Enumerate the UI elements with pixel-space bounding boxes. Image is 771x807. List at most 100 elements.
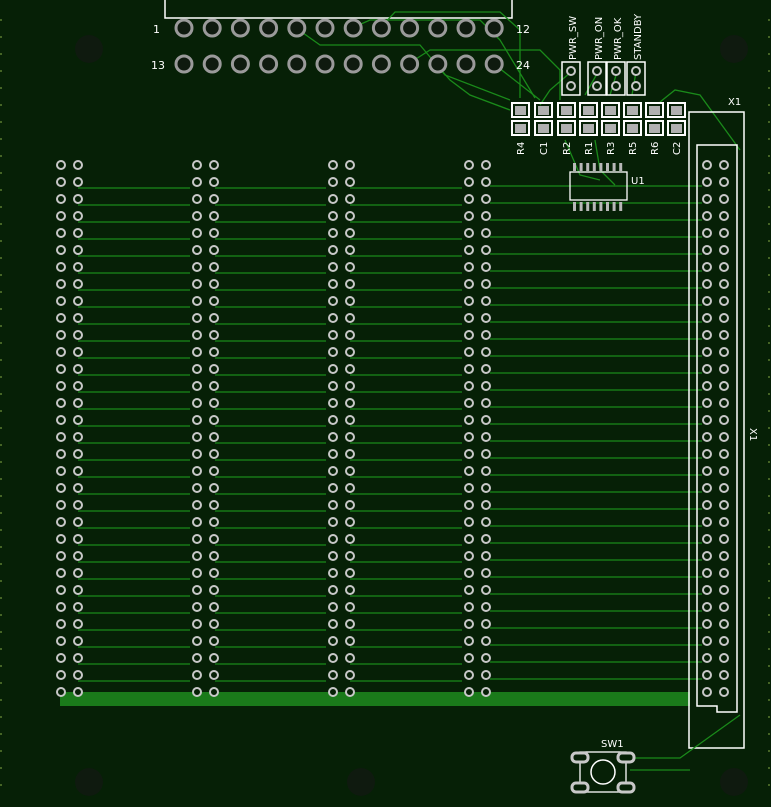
x1-pin — [719, 687, 729, 697]
grid-pad — [192, 636, 202, 646]
header-pin — [287, 54, 307, 74]
connector-x1-pins — [702, 160, 729, 697]
grid-pad — [328, 330, 338, 340]
grid-pad — [56, 670, 66, 680]
grid-pad — [481, 534, 491, 544]
x1-pin — [702, 653, 712, 663]
grid-pad — [56, 517, 66, 527]
grid-pad — [56, 245, 66, 255]
grid-pad — [328, 636, 338, 646]
grid-pad — [209, 313, 219, 323]
grid-pad — [56, 262, 66, 272]
edge-mark — [0, 291, 2, 293]
x1-pin — [702, 483, 712, 493]
edge-mark — [0, 410, 2, 412]
ic-pin — [606, 202, 609, 211]
edge-mark — [0, 53, 2, 55]
grid-pad — [209, 279, 219, 289]
grid-pad — [328, 245, 338, 255]
connector-x1-side-label: X1 — [747, 428, 758, 441]
header-trace-c — [295, 27, 511, 101]
grid-pad — [192, 483, 202, 493]
x1-pin — [702, 279, 712, 289]
ic-pin — [579, 202, 583, 211]
x1-pin — [719, 449, 729, 459]
edge-mark — [768, 597, 770, 599]
smd-pad-copper — [538, 124, 549, 133]
x1-pin — [702, 619, 712, 629]
ic-pin — [586, 163, 590, 171]
ic-pin — [579, 163, 583, 171]
row-trace — [78, 219, 702, 223]
ic-pin — [606, 163, 609, 171]
grid-pad — [192, 670, 202, 680]
led-label-pwr-on: PWR_ON — [594, 17, 605, 60]
sw1-trace — [630, 714, 741, 759]
sw1-button[interactable] — [590, 759, 616, 785]
x1-pin — [719, 585, 729, 595]
grid-pad — [345, 551, 355, 561]
header-pin — [315, 18, 335, 38]
grid-pad — [481, 568, 491, 578]
led-pad — [566, 81, 576, 91]
grid-pad — [209, 347, 219, 357]
grid-pad — [481, 381, 491, 391]
grid-pad — [209, 330, 219, 340]
grid-pad — [481, 551, 491, 561]
edge-mark — [0, 240, 2, 242]
x1-pin — [702, 687, 712, 697]
grid-pad — [56, 228, 66, 238]
grid-pad — [209, 466, 219, 476]
ic-u1-outline — [569, 171, 628, 201]
grid-pad — [73, 517, 83, 527]
grid-pad — [73, 364, 83, 374]
x1-pin — [702, 245, 712, 255]
grid-pad — [345, 211, 355, 221]
row-trace — [78, 372, 702, 376]
ic-pin — [573, 202, 576, 211]
smd-label: C1 — [539, 142, 550, 155]
grid-pad — [464, 432, 474, 442]
switch-sw1: SW1 — [570, 714, 741, 794]
grid-pad — [209, 619, 219, 629]
grid-pad — [192, 534, 202, 544]
grid-pad — [209, 636, 219, 646]
grid-pad — [464, 466, 474, 476]
header-pin — [484, 18, 504, 38]
edge-mark — [768, 784, 770, 786]
row-trace — [78, 593, 702, 597]
header-pin — [484, 54, 504, 74]
grid-pad — [345, 432, 355, 442]
header-pin — [202, 54, 222, 74]
grid-pad — [328, 279, 338, 289]
grid-pad — [192, 415, 202, 425]
edge-mark — [0, 495, 2, 497]
edge-mark — [768, 427, 770, 429]
smd-pad — [511, 120, 530, 136]
grid-pad — [345, 568, 355, 578]
edge-mark — [0, 19, 2, 21]
led-header-standby — [626, 61, 646, 96]
grid-pad — [345, 177, 355, 187]
grid-pad — [73, 551, 83, 561]
grid-pad — [464, 636, 474, 646]
grid-pad — [192, 296, 202, 306]
grid-pad — [481, 466, 491, 476]
edge-mark — [0, 121, 2, 123]
grid-pad — [328, 551, 338, 561]
x1-pin — [719, 568, 729, 578]
led-label-pwr-sw: PWR_SW — [568, 16, 579, 60]
smd-pad-copper — [583, 106, 594, 115]
smd-pad — [667, 102, 686, 118]
grid-pad — [73, 398, 83, 408]
grid-pad — [209, 262, 219, 272]
edge-mark — [0, 325, 2, 327]
grid-pad — [345, 279, 355, 289]
x1-pin — [702, 636, 712, 646]
grid-pad — [209, 483, 219, 493]
smd-pad — [645, 120, 664, 136]
edge-mark — [768, 393, 770, 395]
edge-mark — [768, 648, 770, 650]
smd-pad-copper — [649, 106, 660, 115]
